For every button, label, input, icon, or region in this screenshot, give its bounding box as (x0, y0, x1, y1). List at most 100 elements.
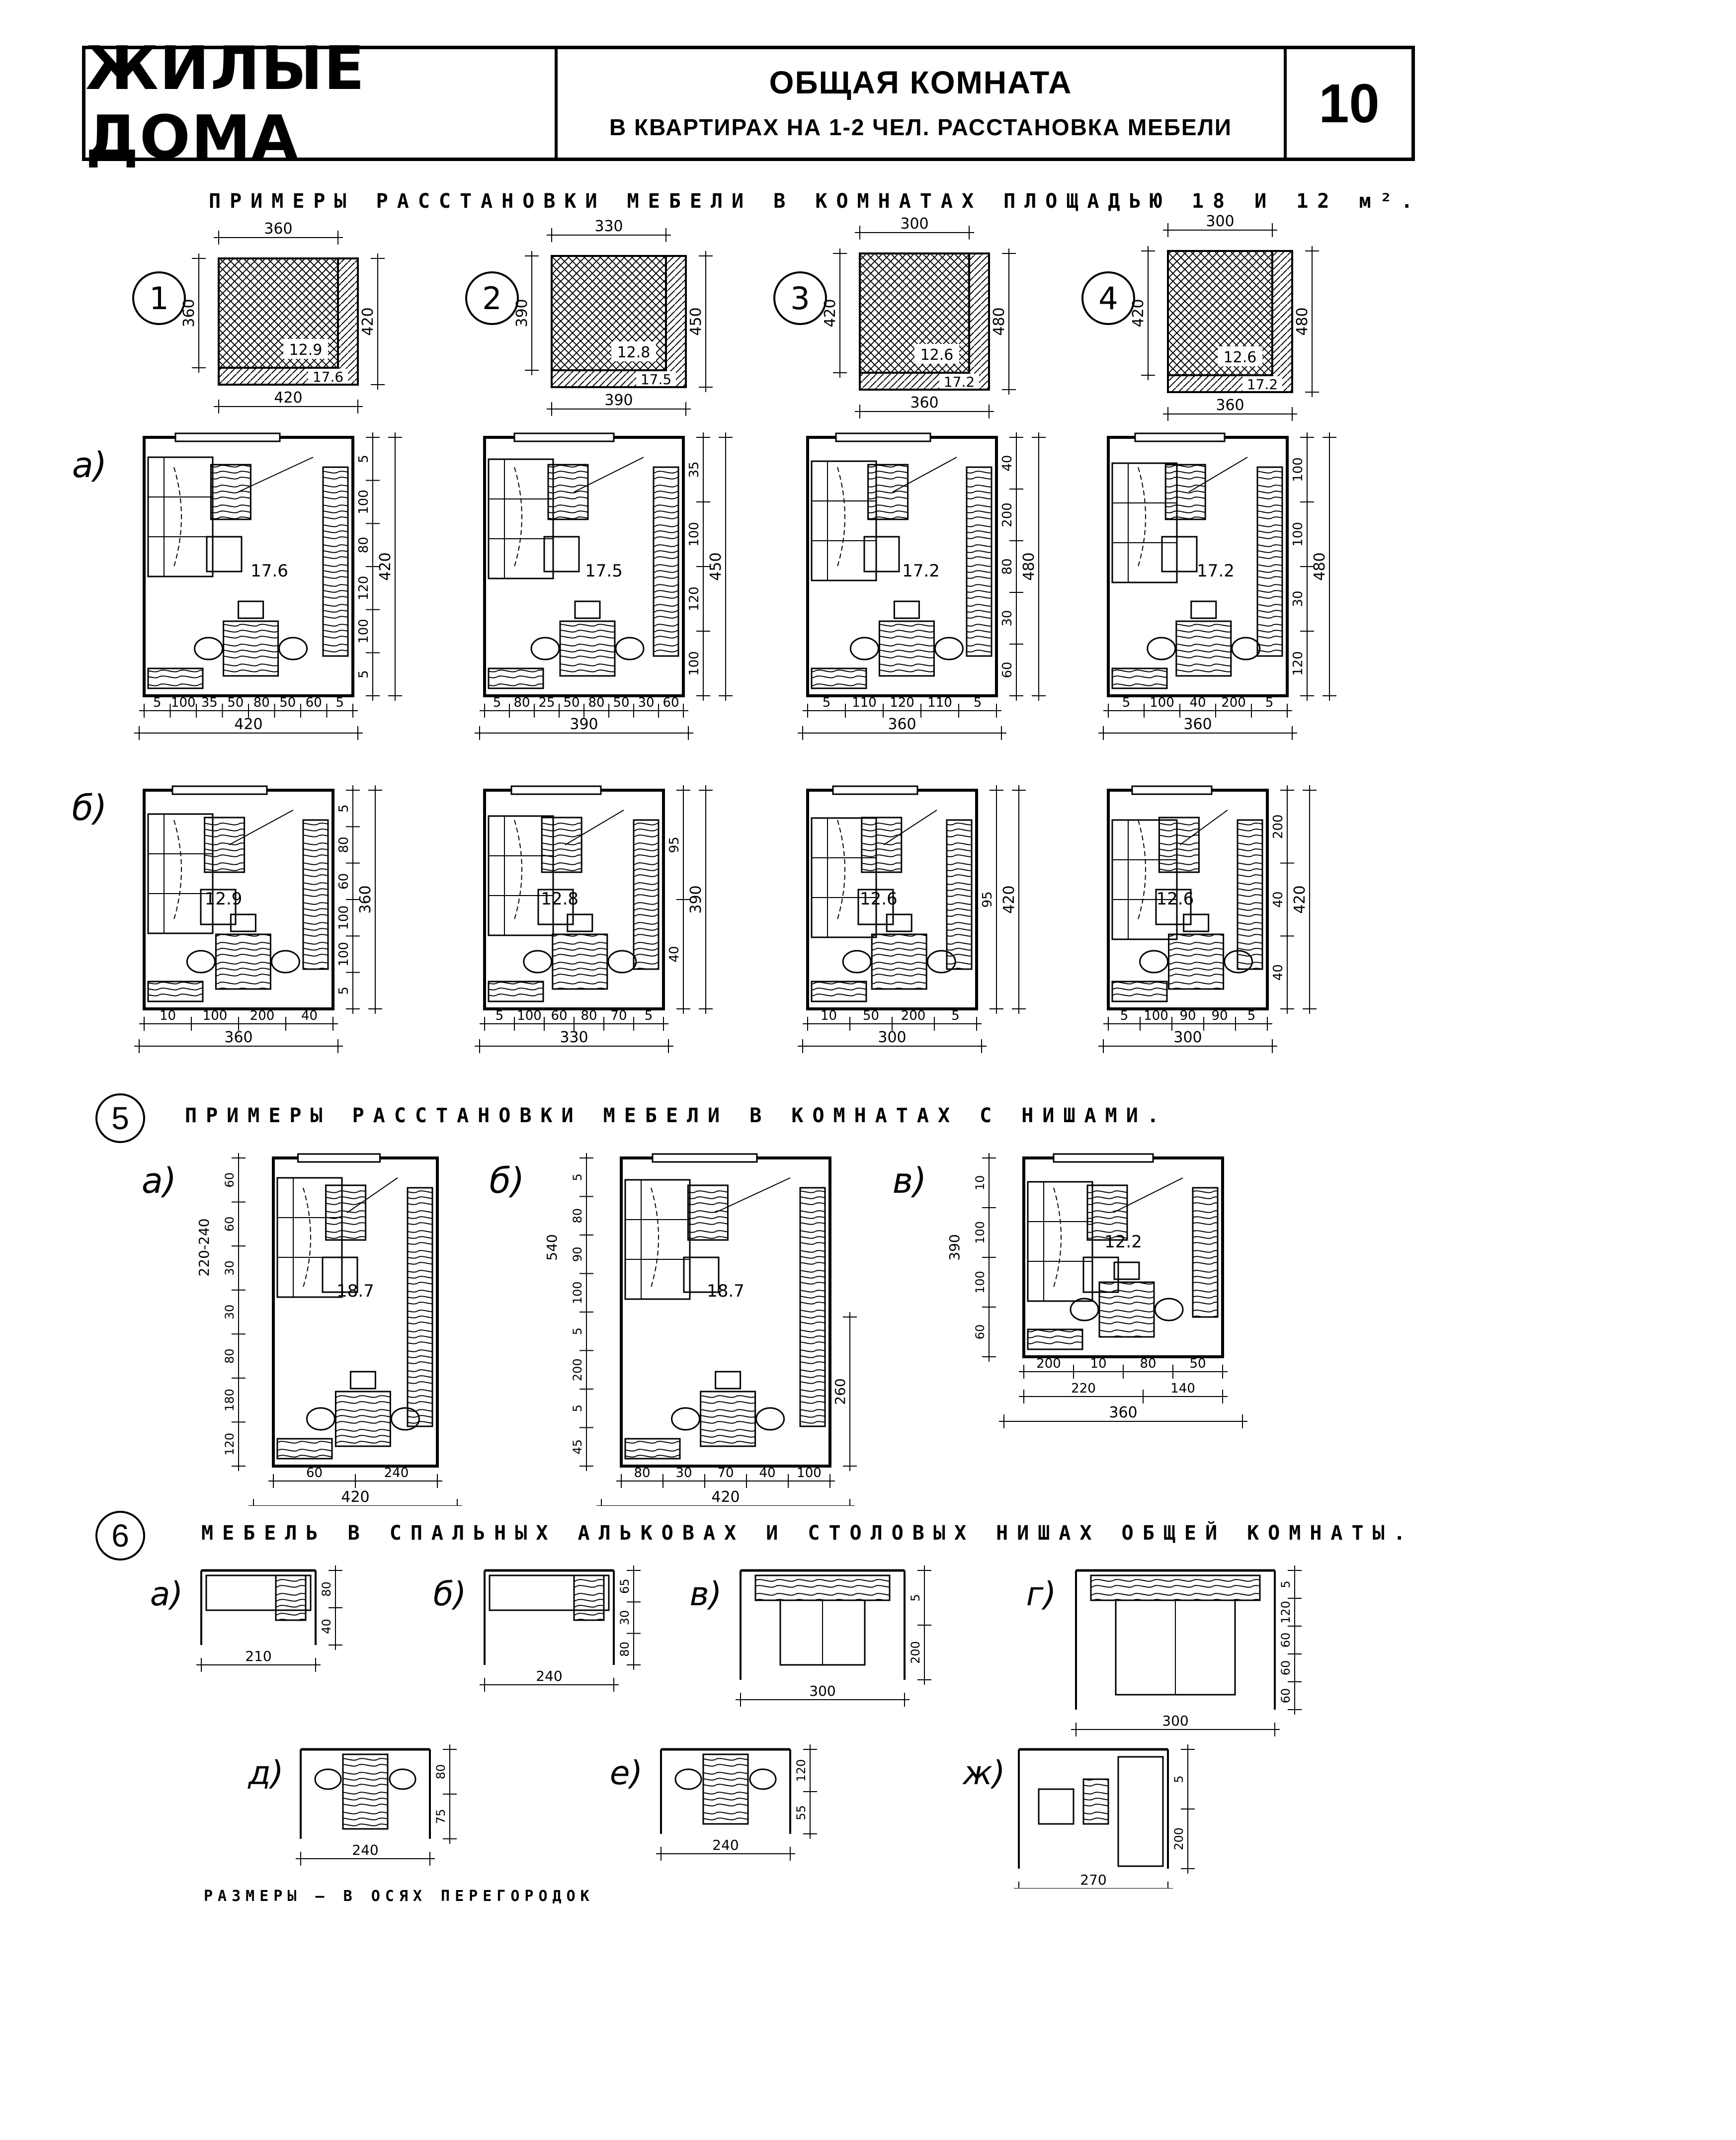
swing-arc (303, 1187, 311, 1288)
scheme-area-large: 17.6 (313, 369, 343, 385)
dining-table (559, 620, 616, 677)
swing-arc (514, 467, 522, 567)
room-extension-right (665, 255, 687, 388)
sofa (811, 460, 877, 581)
dimension-label: 420 (711, 1488, 740, 1506)
sheet-number-cell: 10 (1287, 49, 1411, 158)
room-area: 18.7 (707, 1281, 744, 1301)
dimension-label: 120 (687, 586, 702, 611)
coffee-table (861, 817, 903, 873)
dimension-label: 5 (356, 670, 371, 678)
chair (1113, 1261, 1140, 1280)
scheme-area-small: 12.8 (617, 344, 651, 361)
wardrobe (633, 819, 660, 970)
dimension-label: 420 (234, 716, 262, 733)
swing-arc (837, 820, 845, 920)
chair (306, 1407, 335, 1431)
chair (1154, 1298, 1184, 1321)
dimension-label: 90 (571, 1246, 584, 1262)
chair (607, 950, 637, 974)
chair (349, 1371, 376, 1390)
dimension-label: 360 (224, 1029, 252, 1046)
wardrobe (966, 466, 992, 657)
dimension-label: 60 (551, 1008, 567, 1023)
dimension-label: 70 (717, 1466, 734, 1481)
room-area: 12.8 (541, 889, 579, 909)
dimension-label: 60 (223, 1172, 237, 1188)
wardrobe (407, 1187, 433, 1427)
scheme-number: 2 (482, 280, 501, 317)
dimension-label: 200 (1036, 1356, 1061, 1371)
label-bg (939, 374, 979, 389)
dimension-label: 40 (320, 1619, 333, 1634)
coffee-table (547, 464, 589, 520)
dimension-label: 100 (356, 619, 371, 644)
dining-table (342, 1753, 389, 1830)
dimension-label: 100 (973, 1221, 987, 1244)
sheet-subtitle: В КВАРТИРАХ НА 1-2 ЧЕЛ. РАССТАНОВКА МЕБЕ… (609, 114, 1232, 140)
dimension-label: 50 (613, 695, 629, 710)
dimension-label: 80 (618, 1642, 632, 1657)
footnote: РАЗМЕРЫ — В ОСЯХ ПЕРЕГОРОДОК (204, 1888, 594, 1905)
dimension-label: 80 (336, 836, 351, 853)
coffee-table (1158, 817, 1200, 873)
dimension-label: 80 (634, 1466, 650, 1481)
scheme-number-circle (465, 271, 519, 325)
label-bg (636, 371, 676, 386)
window (652, 1153, 758, 1163)
coffee-table (325, 1184, 367, 1241)
dimension-label: 80 (356, 537, 371, 553)
room-extension-right (337, 257, 359, 386)
dimension-label: 60 (1279, 1688, 1293, 1704)
coffee-table (541, 817, 582, 873)
alcove-plans: а)2108040б)240653080в)3005200г)300512060… (150, 1565, 1302, 1889)
light-line (1113, 1177, 1183, 1213)
desk (488, 667, 544, 689)
label-bg (1218, 346, 1262, 366)
chair (749, 1768, 777, 1790)
wardrobe (1237, 819, 1263, 970)
chair (1070, 1298, 1099, 1321)
niche-letter: в) (893, 1160, 927, 1201)
dimension-label: 5 (571, 1173, 584, 1181)
dimension-label: 540 (544, 1234, 560, 1260)
dimension-label: 240 (536, 1668, 562, 1684)
dining-table (552, 933, 608, 990)
chair (1139, 950, 1169, 974)
room-area: 17.5 (585, 561, 623, 581)
coffee-table (210, 464, 251, 520)
chair (314, 1768, 342, 1790)
dimension-label: 420 (1291, 885, 1309, 913)
sofa (1111, 462, 1178, 583)
dimension-label: 200 (571, 1358, 584, 1381)
dimension-label: 60 (1279, 1660, 1293, 1676)
dimension-label: 120 (1279, 1601, 1293, 1624)
dimension-label: 80 (1000, 558, 1015, 575)
dimension-label: 450 (707, 552, 725, 580)
dimension-label: 95 (667, 836, 682, 853)
chair (1224, 950, 1253, 974)
dimension-label: 90 (1179, 1008, 1196, 1023)
alcove-letter: в) (690, 1575, 722, 1613)
chair (574, 600, 601, 619)
chair (715, 1371, 742, 1390)
dimension-label: 420 (1130, 299, 1147, 327)
dimension-label: 65 (618, 1578, 632, 1594)
dimension-label: 80 (434, 1764, 448, 1780)
dimension-label: 420 (377, 552, 394, 580)
dimension-label: 80 (253, 695, 270, 710)
scheme-area-small: 12.6 (920, 346, 954, 364)
dimension-label: 100 (336, 905, 351, 930)
dimension-label: 390 (946, 1234, 963, 1260)
chair (1147, 637, 1176, 660)
dimension-label: 240 (384, 1466, 409, 1481)
dining-table (702, 1753, 749, 1825)
dimension-label: 140 (1170, 1381, 1195, 1396)
dimension-label: 5 (493, 695, 501, 710)
dimension-label: 10 (821, 1008, 837, 1023)
